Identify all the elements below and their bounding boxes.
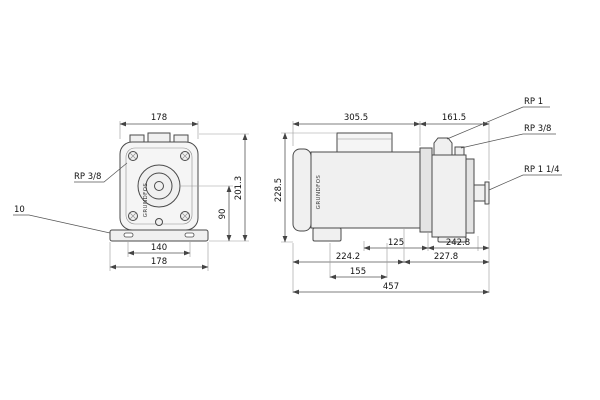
- callout-port-vent: RP 3/8: [460, 124, 556, 149]
- leader-line: [446, 106, 550, 140]
- dim-label-side-total-length: 457: [383, 282, 399, 292]
- front-port-label: RP 3/8: [74, 172, 101, 182]
- side-motor-foot: [312, 227, 342, 242]
- dim-side-total-height: 228.5: [274, 132, 337, 243]
- front-view: GRUNDFOS: [109, 132, 209, 242]
- dim-label-front-port-height: 90: [218, 209, 228, 220]
- dim-label-side-front-length: 224.2: [336, 252, 360, 262]
- dim-side-to-suction: 242.8: [427, 236, 490, 251]
- leader-line: [74, 162, 128, 183]
- front-shaft-center: [154, 181, 164, 191]
- ext-lines: [292, 121, 490, 293]
- dim-label-front-bolt-spacing: 140: [151, 243, 167, 253]
- side-terminal-box: [336, 132, 393, 153]
- dim-label-side-length-motor: 305.5: [344, 113, 368, 123]
- side-suction-port-ring: [484, 181, 490, 205]
- side-vent-plug-stub: [454, 146, 465, 156]
- dim-side-total-length: 457: [292, 282, 490, 295]
- front-plate-label: 10: [14, 205, 25, 215]
- side-shared-ext-lines: [292, 121, 490, 293]
- dim-label-side-total-height: 228.5: [274, 178, 284, 202]
- side-fan-cover-cap: [292, 148, 312, 232]
- front-port-callout: RP 3/8: [74, 162, 128, 183]
- port-vent-label: RP 3/8: [524, 124, 551, 134]
- side-view: GRUNDFOS: [292, 132, 490, 243]
- side-brand-logo: GRUNDFOS: [316, 175, 322, 210]
- front-drain-plug: [155, 218, 163, 226]
- dim-side-foot-span: 125: [363, 233, 429, 251]
- side-motor-body: [310, 151, 421, 229]
- side-pump-end-cap: [465, 158, 475, 234]
- dim-side-length-motor: 305.5: [292, 113, 421, 127]
- leader-line: [488, 174, 562, 191]
- port-top-label: RP 1: [524, 97, 543, 107]
- dim-label-side-to-suction: 242.8: [446, 238, 470, 248]
- ext-lines: [329, 243, 388, 278]
- front-plate-callout: 10: [13, 205, 111, 234]
- dim-label-side-length-pump: 161.5: [442, 113, 466, 123]
- dim-label-side-foot-offset: 155: [350, 267, 366, 277]
- dim-side-front-length: 224.2: [292, 229, 405, 265]
- callout-port-top: RP 1: [446, 97, 550, 140]
- side-suction-port: [473, 184, 486, 202]
- side-pump-sleeve: [431, 154, 467, 238]
- dim-label-front-total-height: 201.3: [234, 176, 244, 200]
- dim-label-front-width-top: 178: [151, 113, 167, 123]
- dim-front-width-top: 178: [119, 113, 199, 139]
- side-discharge-port-stub: [433, 137, 453, 156]
- dim-front-port-height: 90: [181, 185, 233, 242]
- dim-front-bolt-spacing: 140: [127, 242, 191, 257]
- front-brand-logo: GRUNDFOS: [143, 183, 149, 218]
- dim-front-total-height: 201.3: [199, 133, 249, 242]
- dim-label-front-width-bottom: 178: [151, 257, 167, 267]
- front-baseplate-slot-right: [184, 232, 195, 238]
- front-screw-slots: [129, 152, 189, 220]
- dim-side-length-pump: 161.5: [419, 113, 490, 127]
- front-baseplate-slot-left: [123, 232, 134, 238]
- dim-label-side-rear-length: 227.8: [434, 252, 458, 262]
- leader-line: [460, 133, 556, 149]
- side-motor-flange: [419, 147, 433, 233]
- dim-front-width-bottom: 178: [109, 242, 209, 271]
- port-suction-label: RP 1 1/4: [524, 165, 560, 175]
- callout-port-suction: RP 1 1/4: [488, 165, 562, 191]
- dim-side-foot-offset: 155: [329, 243, 388, 280]
- leader-line: [13, 214, 111, 234]
- dim-label-side-foot-span: 125: [388, 238, 404, 248]
- dim-side-rear-length: 227.8: [403, 252, 490, 265]
